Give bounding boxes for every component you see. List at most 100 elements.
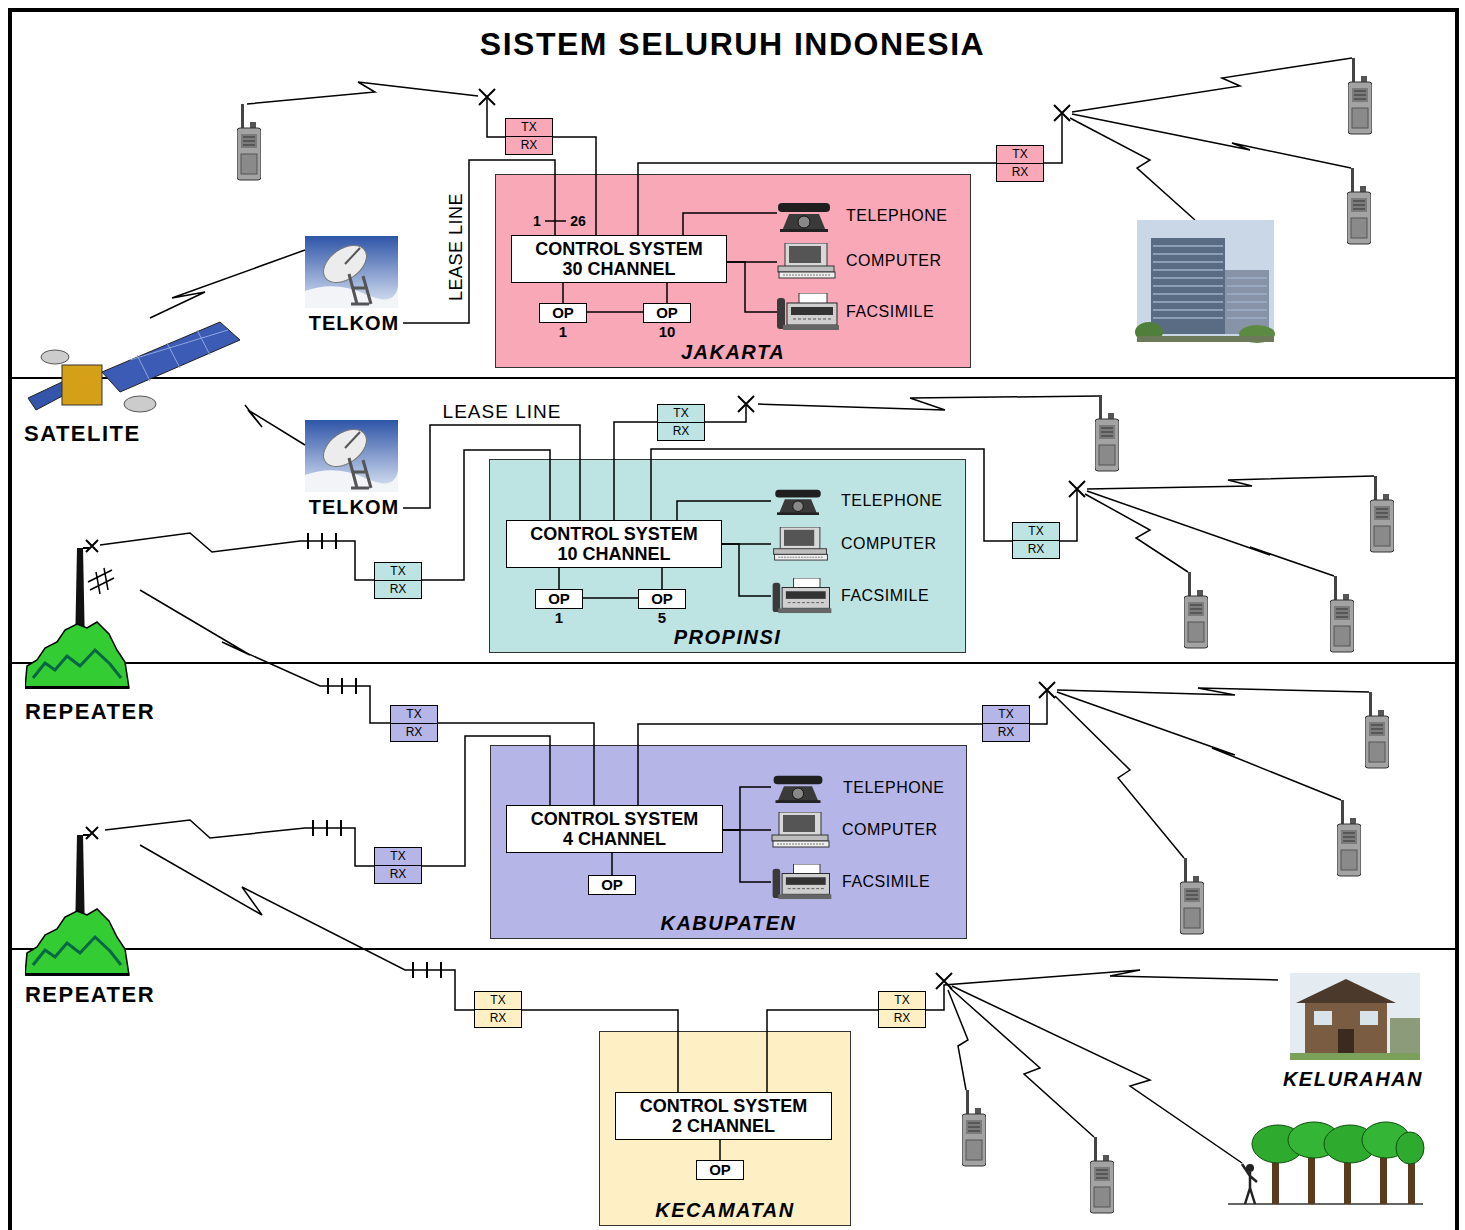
operator-label: 10 [659,323,676,340]
device-label: TELEPHONE [843,779,944,796]
satellite [28,322,240,412]
windows [1153,246,1267,318]
text-cell: TX [374,847,422,866]
ground [1137,336,1274,342]
connector [140,845,474,1010]
text-cell: TX [878,991,926,1010]
terminal-device: TELEPHONE [771,487,942,515]
text-cell: RX [505,137,553,155]
text-cell: OP [540,304,586,322]
control-system-box: CONTROL SYSTEM 2 CHANNEL [615,1092,832,1140]
connector [140,590,390,723]
tx-rx-label: TX [406,707,421,721]
terminal-device: FACSIMILE [771,578,929,614]
operator-label: OP [601,876,623,893]
operator-label: OP [552,304,574,321]
radio-link [1072,58,1352,112]
tx-rx-label: TX [521,120,536,134]
text-cell: CONTROL SYSTEM 2 CHANNEL [622,1096,825,1136]
connector [105,820,374,866]
house-window [1314,1011,1332,1025]
text-cell: RX [374,866,422,884]
operator-label: OP [656,304,678,321]
terminal-device: FACSIMILE [771,864,930,900]
handheld-radio [1365,692,1389,768]
tx-rx-unit: TXRX [1012,522,1060,559]
handheld-radio [1348,58,1372,134]
tx-rx-label: RX [521,138,538,152]
tx-rx-label: TX [1012,147,1027,161]
connector [587,311,643,313]
connector [245,405,305,445]
region-box: JAKARTACONTROL SYSTEM 30 CHANNELOP1OP10T… [495,174,971,368]
control-system-label: CONTROL SYSTEM 30 CHANNEL [532,239,707,279]
ground-line [1228,1203,1423,1205]
device-label: TELEPHONE [841,492,942,509]
connector [719,1140,721,1160]
kelurahan-label: KELURAHAN [1283,1068,1423,1090]
tx-rx-unit: TX RX [878,991,926,1028]
text-cell: CONTROL SYSTEM 30 CHANNEL [518,239,720,279]
operator-box: OP1 [535,589,583,609]
connector [558,568,560,589]
device-label: COMPUTER [846,252,942,269]
station-label: TELKOM [309,496,399,518]
text-cell: REPEATER [25,983,155,1007]
channel-range-box: 26 [570,212,586,230]
handheld-radio [962,1090,986,1166]
tx-rx-label: TX [998,707,1013,721]
tree-trunk [1380,1156,1387,1204]
tx-rx-label: TX [673,406,688,420]
region-box: PROPINSICONTROL SYSTEM 10 CHANNELOP1OP5T… [489,459,966,653]
radio-link [1055,696,1184,858]
handheld-radio [1180,858,1204,934]
tx-rx-label: RX [1012,165,1029,179]
telkom-station: TELKOM [305,420,403,518]
radio-link [1087,491,1334,576]
operator-label: OP [548,590,570,607]
edge-label-box: LEASE LINE [441,402,564,422]
text-cell: TX [1012,522,1060,541]
tx-rx-label: TX [894,993,909,1007]
building-sky [1137,220,1274,342]
tx-rx-label: RX [1028,542,1045,556]
text-cell: JAKARTA [495,341,971,363]
handheld-radio [1184,572,1208,648]
text-cell: RX [1012,541,1060,559]
panel-grid [130,330,228,381]
terminal-device: COMPUTER [771,812,938,848]
forest-patrol [1228,1122,1424,1204]
tx-rx-unit: TXRX [982,705,1030,742]
tx-rx-label: TX [390,564,405,578]
computer-icon [774,527,828,560]
repeater-label: REPEATER [25,699,155,724]
handheld-radio [1337,800,1361,876]
device-label: COMPUTER [841,535,937,552]
terminal-device: TELEPHONE [777,200,947,232]
computer-icon [772,812,829,847]
tx-rx-label: RX [894,1011,911,1025]
handheld-radio [1347,168,1371,244]
text-cell: RX [657,423,705,441]
solar-panel [102,322,240,392]
tower-yagi [88,568,114,594]
tx-rx-unit: TX RX [657,404,705,441]
region-box: KECAMATANCONTROL SYSTEM 2 CHANNELOP [599,1031,851,1226]
connector [926,970,1278,1010]
device-label: TELEPHONE [846,207,947,224]
tx-rx-unit: TX RX [390,705,438,742]
radio-link [247,82,478,104]
text-cell: TX [390,705,438,724]
text-cell: TX [374,562,422,581]
region-box: KABUPATENCONTROL SYSTEM 4 CHANNELOPTELEP… [490,745,967,939]
text-cell: RX [374,581,422,599]
text-cell: RX [474,1010,522,1028]
hedge [1390,1018,1420,1054]
text-cell: RX [878,1010,926,1028]
device-label: FACSIMILE [841,587,929,604]
house-door [1338,1029,1354,1054]
text-cell: FACSIMILE [842,873,930,891]
text-cell: TELKOM [309,496,399,518]
tx-rx-label: RX [406,725,423,739]
